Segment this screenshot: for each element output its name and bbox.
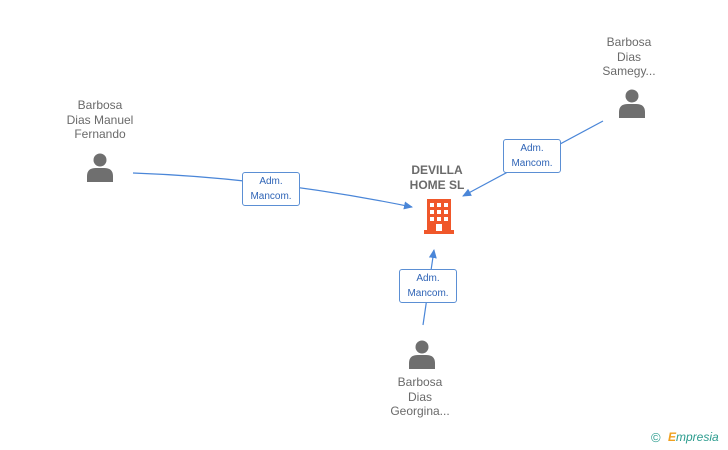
person-name-samegy[interactable]: Barbosa Dias Samegy... (574, 35, 684, 79)
person-name-line: Georgina... (390, 404, 450, 418)
brand-logo-rest: mpresia (676, 430, 719, 444)
person-name-georgina[interactable]: Barbosa Dias Georgina... (365, 375, 475, 419)
person-icon[interactable] (84, 151, 116, 183)
person-name-line: Fernando (74, 127, 126, 141)
company-name[interactable]: DEVILLA HOME SL (391, 163, 483, 192)
person-name-line: Barbosa (77, 98, 123, 112)
relation-label-line: Adm. (259, 176, 283, 187)
person-icon[interactable] (616, 87, 648, 119)
person-icon[interactable] (406, 338, 438, 370)
brand-logo[interactable]: Empresia (668, 430, 719, 444)
person-name-line: Dias Manuel (66, 112, 134, 127)
relation-label-line: Mancom. (511, 158, 553, 169)
building-icon[interactable] (421, 197, 457, 235)
person-name-line: Dias (616, 49, 641, 64)
relation-label-line: Mancom. (407, 288, 449, 299)
relation-label-line: Adm. (520, 143, 544, 154)
copyright-symbol: © (651, 430, 661, 445)
person-name-line: Barbosa (606, 35, 652, 49)
person-name-fernando[interactable]: Barbosa Dias Manuel Fernando (45, 98, 155, 142)
brand-logo-initial: E (668, 430, 677, 444)
person-name-line: Barbosa (397, 375, 443, 389)
relation-label-georgina[interactable]: Adm. Mancom. (399, 269, 457, 303)
person-name-line: Samegy... (602, 64, 656, 78)
relation-label-line: Mancom. (250, 191, 292, 202)
company-name-line-1: DEVILLA (411, 163, 463, 177)
relation-label-line: Adm. (416, 273, 440, 284)
relation-label-fernando[interactable]: Adm. Mancom. (242, 172, 300, 206)
person-name-line: Dias (407, 389, 432, 404)
relation-label-samegy[interactable]: Adm. Mancom. (503, 139, 561, 173)
company-name-line-2: HOME SL (409, 177, 465, 192)
